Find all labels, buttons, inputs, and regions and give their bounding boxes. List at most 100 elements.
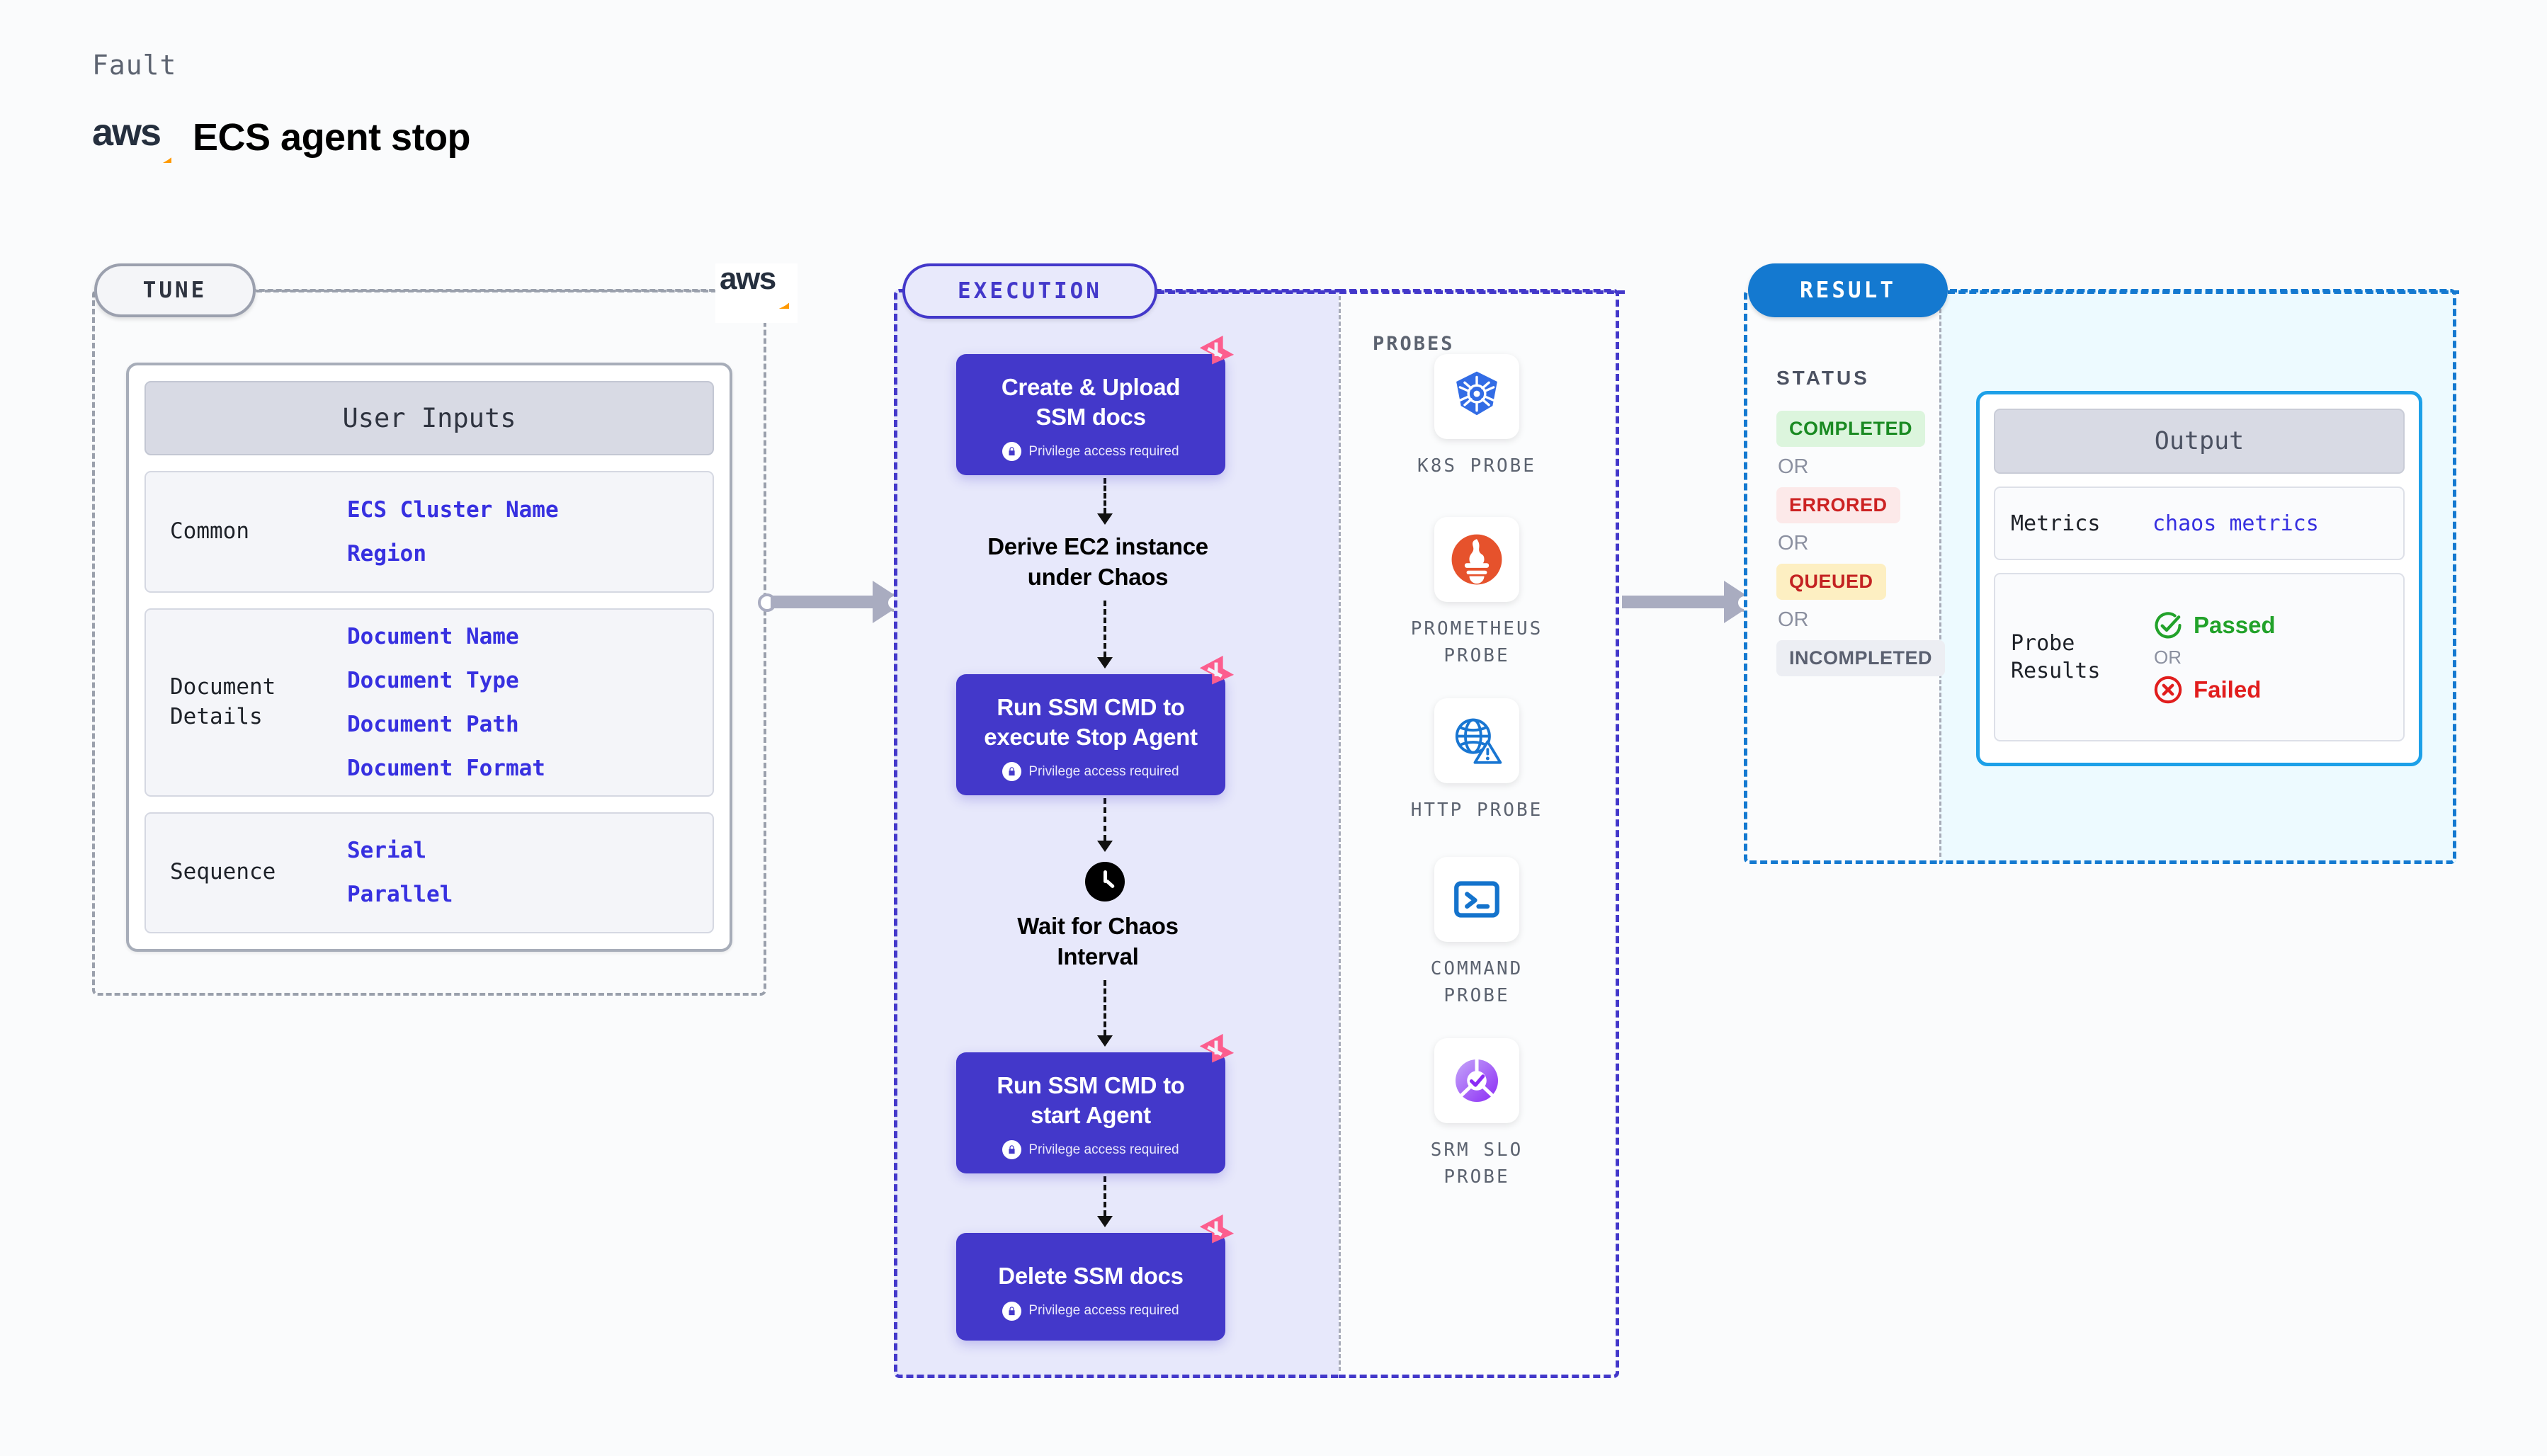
privilege-text: Privilege access required	[1028, 1142, 1179, 1157]
output-title: Output	[1994, 409, 2405, 474]
lock-icon	[1002, 762, 1022, 782]
probe-label-line1: K8S PROBE	[1417, 455, 1536, 477]
probe-result-or: OR	[2154, 646, 2182, 668]
probe-results-label-line2: Results	[2011, 659, 2101, 683]
flow-node-delete-ssm-docs[interactable]: Delete SSM docs Privilege access require…	[956, 1215, 1235, 1341]
aws-smile-icon	[93, 144, 171, 163]
probe-result-failed: Failed	[2152, 674, 2276, 705]
aws-logo: aws	[91, 113, 174, 161]
flow-node-create-upload-ssm-docs[interactable]: Create & Upload SSM docs Privilege acces…	[956, 335, 1235, 476]
probes-panel	[1339, 289, 1619, 1378]
probe-label-line2: PROBE	[1443, 644, 1510, 666]
litmus-chaos-icon	[1199, 1215, 1235, 1244]
flow-node-run-ssm-cmd-stop-agent[interactable]: Run SSM CMD to execute Stop Agent Privil…	[956, 655, 1235, 796]
output-card: Output Metrics chaos metrics Probe Resul…	[1976, 391, 2422, 766]
prometheus-icon	[1434, 517, 1519, 602]
tune-input-region[interactable]: Region	[347, 541, 426, 567]
privilege-note: Privilege access required	[969, 1140, 1213, 1160]
tune-group-label-line1: Document	[170, 673, 276, 700]
fault-title-row: aws ECS agent stop	[91, 113, 471, 161]
tune-input-document-name[interactable]: Document Name	[347, 623, 519, 649]
privilege-note: Privilege access required	[969, 762, 1213, 782]
flow-step-title: Wait for Chaos Interval	[956, 911, 1240, 971]
execution-flow: Create & Upload SSM docs Privilege acces…	[956, 335, 1254, 1341]
probe-k8s[interactable]: K8S PROBE	[1371, 354, 1583, 480]
probe-results-label: Probe Results	[2011, 630, 2152, 685]
probe-srm-slo[interactable]: SRM SLO PROBE	[1371, 1038, 1583, 1190]
flow-connector	[956, 798, 1254, 853]
probe-prometheus[interactable]: PROMETHEUS PROBE	[1371, 517, 1583, 669]
probe-result-failed-text: Failed	[2194, 676, 2262, 703]
probe-label-line1: SRM SLO	[1430, 1139, 1524, 1161]
probes-title: PROBES	[1373, 333, 1455, 355]
tune-group-common: Common ECS Cluster Name Region	[144, 471, 714, 593]
lock-icon	[1002, 1301, 1022, 1321]
aws-provider-icon: aws	[715, 263, 798, 323]
command-terminal-icon	[1434, 857, 1519, 942]
flow-node-title-line1: Run SSM CMD to	[997, 1071, 1185, 1098]
metrics-value[interactable]: chaos metrics	[2152, 511, 2319, 536]
execution-badge: EXECUTION	[902, 263, 1157, 319]
privilege-text: Privilege access required	[1028, 443, 1179, 459]
probe-http[interactable]: HTTP PROBE	[1371, 698, 1583, 824]
flow-step-title-line2: Interval	[1057, 943, 1139, 969]
clock-icon	[1085, 862, 1125, 902]
http-globe-icon	[1434, 698, 1519, 783]
tune-input-document-type[interactable]: Document Type	[347, 667, 519, 693]
tune-group-label-line2: Details	[170, 703, 263, 729]
flow-step-title-line1: Derive EC2 instance	[987, 533, 1208, 560]
probe-label: SRM SLO PROBE	[1431, 1137, 1524, 1190]
tune-input-parallel[interactable]: Parallel	[347, 882, 453, 908]
status-title: STATUS	[1776, 367, 1870, 389]
tune-group-label: Document Details	[170, 673, 347, 732]
kubernetes-icon	[1434, 354, 1519, 439]
flow-connector	[956, 478, 1254, 525]
probe-results-label-line1: Probe	[2011, 631, 2075, 656]
probe-result-passed-text: Passed	[2194, 611, 2276, 638]
privilege-text: Privilege access required	[1028, 763, 1179, 779]
probe-label: COMMAND PROBE	[1431, 956, 1524, 1009]
tune-input-ecs-cluster-name[interactable]: ECS Cluster Name	[347, 497, 559, 523]
privilege-note: Privilege access required	[969, 1301, 1213, 1321]
tune-group-values: Document Name Document Type Document Pat…	[347, 624, 545, 781]
tune-input-document-format[interactable]: Document Format	[347, 755, 545, 781]
lock-icon	[1002, 1140, 1022, 1160]
tune-input-serial[interactable]: Serial	[347, 838, 426, 864]
flow-step-derive-ec2-instance: Derive EC2 instance under Chaos	[956, 532, 1240, 591]
tune-input-document-path[interactable]: Document Path	[347, 711, 519, 737]
flow-node-title-line1: Create & Upload	[1001, 374, 1181, 400]
status-or-2: OR	[1778, 532, 1809, 554]
tune-group-sequence: Sequence Serial Parallel	[144, 812, 714, 934]
litmus-chaos-icon	[1199, 335, 1235, 365]
flow-connector	[956, 979, 1254, 1047]
srm-slo-icon	[1434, 1038, 1519, 1123]
status-badge-incompleted: INCOMPLETED	[1776, 640, 1946, 676]
status-or-3: OR	[1778, 608, 1809, 631]
status-badge-completed: COMPLETED	[1776, 411, 1926, 447]
probe-label-line1: PROMETHEUS	[1410, 618, 1543, 639]
aws-provider-smile-icon	[721, 292, 789, 309]
metrics-label: Metrics	[2011, 511, 2101, 536]
fault-kicker: Fault	[92, 50, 177, 81]
probe-label-line2: PROBE	[1443, 1166, 1510, 1188]
tune-badge: TUNE	[94, 263, 256, 317]
privilege-note: Privilege access required	[969, 442, 1213, 462]
flow-step-title-line1: Wait for Chaos	[1017, 913, 1179, 940]
result-divider	[1939, 296, 1941, 857]
flow-node-title: Run SSM CMD to start Agent	[969, 1071, 1213, 1130]
flow-node-run-ssm-cmd-start-agent[interactable]: Run SSM CMD to start Agent Privilege acc…	[956, 1033, 1235, 1174]
status-or-1: OR	[1778, 455, 1809, 478]
probes-divider	[1339, 296, 1341, 1371]
probe-label: K8S PROBE	[1417, 453, 1536, 480]
tune-group-values: Serial Parallel	[347, 838, 453, 907]
user-inputs-title: User Inputs	[144, 381, 714, 456]
x-circle-icon	[2154, 676, 2182, 703]
probe-command[interactable]: COMMAND PROBE	[1371, 857, 1583, 1009]
probe-label-line2: PROBE	[1443, 984, 1510, 1006]
execution-connector-line	[1157, 290, 1625, 294]
litmus-chaos-icon	[1199, 655, 1235, 685]
flow-step-wait-for-chaos-interval: Wait for Chaos Interval	[956, 862, 1254, 971]
status-badge-errored: ERRORED	[1776, 487, 1900, 523]
probe-label: PROMETHEUS PROBE	[1411, 616, 1543, 669]
